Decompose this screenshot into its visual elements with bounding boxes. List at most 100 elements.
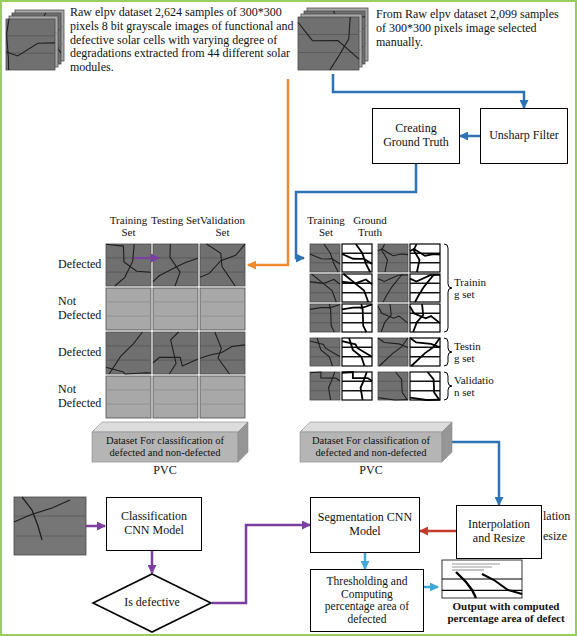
- crack-line: [342, 372, 372, 381]
- cell-background: [310, 338, 340, 366]
- segmentation-grid: [304, 214, 504, 402]
- busbar-line: [410, 356, 440, 357]
- crack-line: [310, 341, 340, 357]
- crack-line: [330, 17, 350, 70]
- cell-background: [200, 332, 245, 374]
- column-header: Training Set: [304, 214, 348, 238]
- info-line: [452, 563, 500, 564]
- busbar-line: [310, 313, 340, 314]
- crack-line: [22, 497, 42, 540]
- row-label: Not Defected: [58, 383, 104, 411]
- crack-line: [378, 398, 408, 400]
- solar-cell-image: [200, 332, 245, 374]
- crack-line: [342, 305, 372, 310]
- split-label: Testin g set: [454, 340, 483, 364]
- cell-background: [310, 244, 340, 272]
- sample-arrow: [134, 257, 159, 259]
- ground-truth-mask: [410, 372, 440, 400]
- crack-line: [410, 338, 440, 347]
- busbar-line: [200, 272, 245, 273]
- ground-truth-mask: [410, 338, 440, 366]
- busbar-line: [153, 404, 198, 405]
- busbar-line: [200, 389, 245, 390]
- solar-cell-image: [310, 304, 340, 332]
- cell-background: [378, 244, 408, 272]
- busbar-line: [378, 347, 408, 348]
- crack-line: [317, 338, 332, 366]
- crack-line: [329, 372, 335, 400]
- busbar-line: [14, 536, 86, 537]
- crack-line: [169, 332, 178, 374]
- platform-top: [300, 422, 452, 432]
- busbar-line: [106, 316, 151, 317]
- group-brace: [444, 338, 452, 366]
- busbar-line: [106, 301, 151, 302]
- crack-line: [115, 244, 134, 286]
- dataset-label: Dataset For classification of defected a…: [304, 435, 438, 458]
- solar-cell-image: [378, 304, 408, 332]
- crack-line: [342, 254, 372, 264]
- info-line: [452, 566, 492, 567]
- busbar-line: [378, 283, 408, 284]
- busbar-line: [106, 345, 151, 346]
- process-label: Thresholding and Computing percentage ar…: [316, 575, 418, 626]
- busbar-line: [378, 253, 408, 254]
- platform-side: [238, 422, 248, 462]
- cell-background: [310, 372, 340, 400]
- busbar-line: [342, 356, 372, 357]
- cell-background: [153, 376, 198, 418]
- crack-line: [378, 338, 408, 347]
- dataset-label: Dataset For classification of defected a…: [96, 435, 234, 458]
- solar-cell-image: [106, 288, 151, 330]
- crack-line: [153, 357, 198, 366]
- busbar-line: [153, 301, 198, 302]
- cell-background: [378, 372, 408, 400]
- process-label: Creating Ground Truth: [378, 122, 454, 150]
- crack-line: [14, 500, 70, 522]
- cell-background: [410, 244, 440, 272]
- process-label: Interpolation and Resize: [462, 518, 536, 546]
- busbar-line: [200, 360, 245, 361]
- flow-arrow: [460, 135, 480, 138]
- decision-diamond: Is defective: [92, 573, 212, 633]
- crack-line: [361, 372, 367, 400]
- platform-name: PVC: [300, 464, 442, 477]
- busbar-line: [342, 262, 372, 263]
- dataset-description: Raw elpv dataset 2,624 samples of 300*30…: [70, 6, 294, 75]
- ground-truth-mask: [342, 338, 372, 366]
- process-label: Classification CNN Model: [112, 510, 196, 538]
- cell-background: [6, 19, 55, 70]
- cell-background: [106, 332, 151, 374]
- platform-front: [92, 432, 238, 462]
- busbar-line: [342, 292, 372, 293]
- solar-cell-image: [378, 244, 408, 272]
- crack-line: [200, 244, 245, 277]
- process-label: Unsharp Filter: [489, 129, 559, 143]
- process-box: Interpolation and Resize: [456, 505, 542, 559]
- cell-background: [410, 274, 440, 302]
- crack-line: [456, 572, 476, 598]
- crack-line: [298, 22, 359, 59]
- ground-truth-mask: [342, 244, 372, 272]
- crack-line: [324, 244, 338, 272]
- busbar-line: [410, 292, 440, 293]
- cell-background: [14, 497, 86, 555]
- cell-background: [106, 244, 151, 286]
- ground-truth-mask: [342, 304, 372, 332]
- dataset-platform: Dataset For classification of defected a…: [300, 422, 452, 462]
- split-label: Validatio n set: [454, 374, 496, 398]
- cell-background: [106, 288, 151, 330]
- crack-line: [482, 574, 522, 594]
- flow-arrow: [248, 79, 288, 265]
- busbar-line: [410, 381, 440, 382]
- cell-background: [153, 332, 198, 374]
- crack-line: [410, 275, 440, 282]
- crack-line: [207, 244, 236, 286]
- info-line: [452, 569, 484, 570]
- busbar-line: [106, 389, 151, 390]
- solar-cell-image: [378, 372, 408, 400]
- row-label: Defected: [58, 346, 104, 360]
- diamond-outline: [93, 574, 211, 632]
- crack-line: [200, 345, 245, 358]
